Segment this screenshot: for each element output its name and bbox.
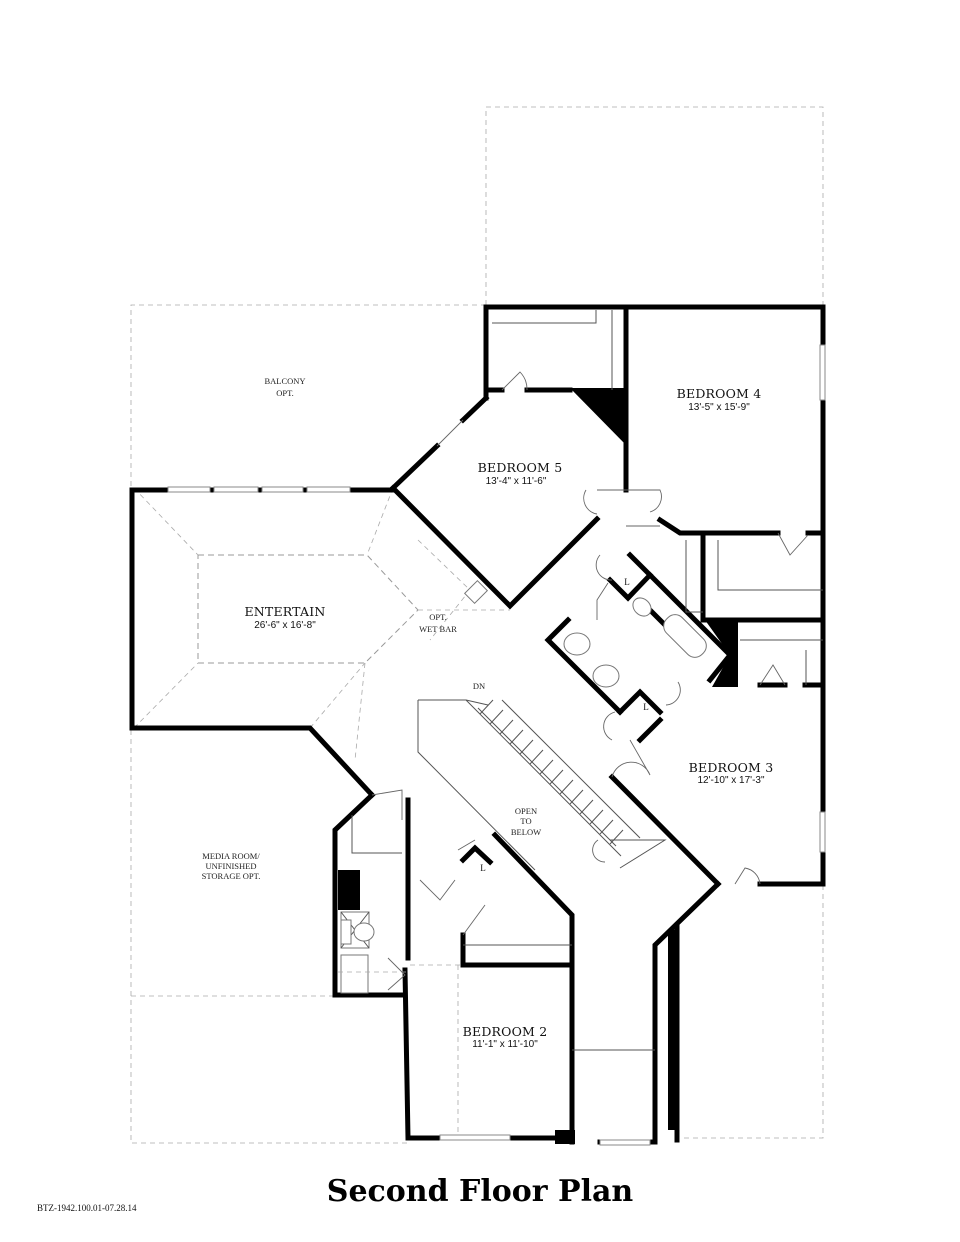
stair-down-label: DN <box>473 681 485 691</box>
balcony-note: OPT. <box>276 388 294 398</box>
plan-title: Second Floor Plan <box>326 1174 634 1209</box>
bedroom2-dims: 11'-1" x 11'-10" <box>472 1039 538 1050</box>
media-room-line1: MEDIA ROOM/ <box>202 851 260 861</box>
entertain-dims: 26'-6" x 16'-8" <box>254 620 316 631</box>
optional-area-outlines <box>130 106 824 1144</box>
wet-bar-line1: OPT. <box>429 612 447 622</box>
bedroom5-name: BEDROOM 5 <box>478 460 563 475</box>
bedroom2-name: BEDROOM 2 <box>463 1024 548 1039</box>
media-room-line2: UNFINISHED <box>206 861 257 871</box>
closet-shelving <box>351 310 823 1051</box>
bath-fixtures <box>338 597 707 1135</box>
windows <box>167 344 826 1146</box>
bedroom3-dims: 12'-10" x 17'-3" <box>697 775 765 786</box>
open-below-line2: TO <box>520 816 531 826</box>
bedroom3-name: BEDROOM 3 <box>689 760 774 775</box>
wet-bar-sink <box>463 579 489 605</box>
door-swings <box>371 371 809 991</box>
staircase <box>417 699 667 871</box>
wet-bar-line2: WET BAR <box>419 624 457 634</box>
linen-closet-label: L <box>643 702 649 712</box>
entertain-name: ENTERTAIN <box>244 604 325 619</box>
plan-code: BTZ-1942.100.01-07.28.14 <box>37 1203 137 1213</box>
walls <box>129 304 826 1145</box>
bedroom4-name: BEDROOM 4 <box>677 386 762 401</box>
media-room-line3: STORAGE OPT. <box>202 871 261 881</box>
open-below-line3: BELOW <box>511 827 541 837</box>
open-below-line1: OPEN <box>515 806 537 816</box>
solid-fill-areas <box>338 388 738 1144</box>
linen-closet-label: L <box>480 863 486 873</box>
bedroom5-dims: 13'-4" x 11'-6" <box>486 476 547 487</box>
balcony-label: BALCONY <box>264 376 305 386</box>
linen-closet-label: L <box>624 577 630 587</box>
bedroom4-dims: 13'-5" x 15'-9" <box>688 402 750 413</box>
